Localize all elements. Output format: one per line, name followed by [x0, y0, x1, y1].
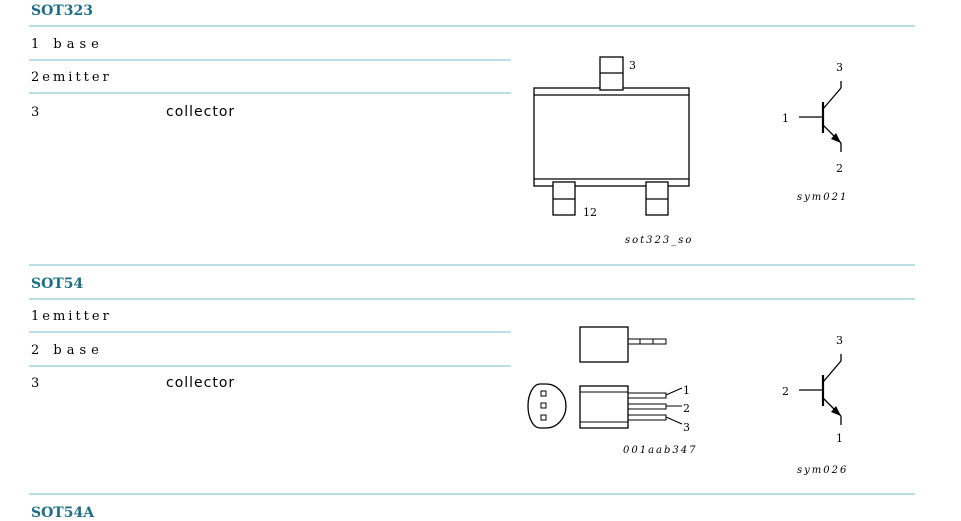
- row-divider: [29, 92, 511, 94]
- symbol-caption: sym021: [797, 192, 848, 203]
- symbol-pin-label: 3: [836, 61, 843, 74]
- pin-row: 2 base: [31, 343, 104, 358]
- symbol-caption: sym026: [797, 465, 848, 476]
- section-title-sot54a: SOT54A: [31, 505, 95, 521]
- symbol-pin-label: 3: [836, 334, 843, 347]
- pin-number: 3: [31, 376, 40, 391]
- section-divider: [29, 264, 915, 266]
- pin-name: collector: [166, 375, 236, 391]
- pin-number: 1: [31, 309, 43, 324]
- section-divider: [29, 493, 915, 495]
- symbol-pin-label: 2: [782, 385, 789, 398]
- pin-row: 2emitter: [31, 70, 112, 85]
- pin-row: 1emitter: [31, 309, 112, 324]
- pin-row: 1 base: [31, 37, 104, 52]
- symbol-pin-label: 1: [836, 432, 843, 445]
- section-title-sot54: SOT54: [31, 276, 84, 292]
- section-title-sot323: SOT323: [31, 3, 93, 19]
- section-divider: [29, 25, 915, 27]
- pin-number: 2: [31, 343, 45, 358]
- drawing-caption: sot323_so: [625, 235, 693, 246]
- transistor-symbol-sot54: 3 2 1 sym026: [782, 334, 848, 476]
- drawing-caption: 001aab347: [623, 445, 698, 456]
- symbol-pin-label: 1: [782, 112, 789, 125]
- row-divider: [29, 365, 511, 367]
- pin-number: 1: [31, 37, 45, 52]
- pin-name: base: [53, 37, 104, 52]
- pin-name: collector: [166, 104, 236, 120]
- package-drawing-sot323: 3 12 sot323_so: [533, 56, 693, 246]
- transistor-symbol-sot323: 3 1 2 sym021: [782, 61, 848, 203]
- pin-label: 3: [629, 59, 636, 72]
- section-divider: [29, 298, 915, 300]
- row-divider: [29, 331, 511, 333]
- pin-number: 3: [31, 105, 40, 120]
- row-divider: [29, 59, 511, 61]
- pin-number: 2: [31, 70, 43, 85]
- pin-name: emitter: [42, 70, 112, 85]
- pin-label: 1: [683, 384, 690, 397]
- package-drawing-sot54: 1 2 3 001aab347: [527, 326, 698, 456]
- pin-name: emitter: [42, 309, 112, 324]
- symbol-pin-label: 2: [836, 162, 843, 175]
- pin-name: base: [53, 343, 104, 358]
- pin-label: 12: [583, 206, 597, 219]
- pin-label: 3: [683, 421, 690, 434]
- pin-label: 2: [683, 402, 690, 415]
